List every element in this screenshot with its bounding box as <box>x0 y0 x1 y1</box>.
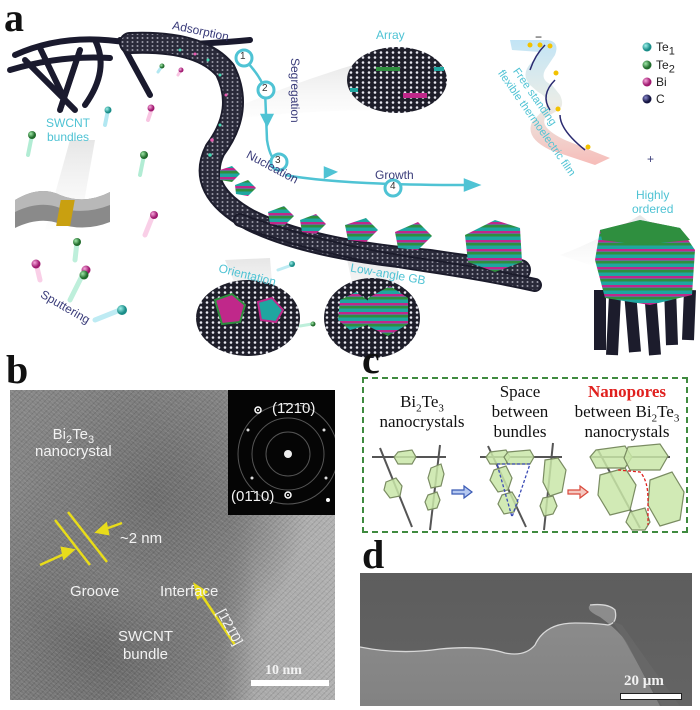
panel-label-d: d <box>362 532 385 577</box>
legend-swatch-bi <box>642 77 652 87</box>
scale-bar-label-d: 20 µm <box>624 673 664 689</box>
legend-te2: Te2 <box>656 58 675 76</box>
stage3-title: Nanopores between Bi2Te3 nanocrystals <box>568 382 686 442</box>
step-4-circle <box>383 178 403 198</box>
step-1-number: 1 <box>240 51 246 62</box>
stage2-line2: between <box>491 402 549 421</box>
fft-label-upper: (1̄21̄0) <box>272 400 316 417</box>
stage1-line2: nanocrystals <box>379 412 465 431</box>
step-3-circle <box>269 152 289 172</box>
panel-label-b: b <box>6 347 29 392</box>
stage2-title: Space between bundles <box>480 382 560 442</box>
array-inset <box>347 47 447 113</box>
film-plus-terminal: + <box>647 152 655 166</box>
panel-a-illustration <box>7 31 696 358</box>
stage1-title: Bi2Te3 nanocrystals <box>372 392 472 432</box>
low-angle-gb-inset <box>324 278 420 358</box>
legend-te2-element: Te <box>656 58 669 72</box>
nucleated-crystals <box>220 166 522 272</box>
scale-bar-b <box>251 680 329 686</box>
scale-bar-label-b: 10 nm <box>265 663 302 678</box>
panel-label-a: a <box>4 0 24 40</box>
label-interface: Interface <box>160 583 219 600</box>
fft-inset: (1̄21̄0) (01̄10) <box>228 390 335 515</box>
bi2te3-formula: Bi2Te3 <box>52 426 95 446</box>
scale-bar-d <box>620 693 682 700</box>
stage1-formula: Bi2Te3 <box>400 392 444 415</box>
label-swcnt-line1: SWCNT <box>46 116 90 130</box>
sputtered-atoms <box>26 63 316 328</box>
label-highly-ordered: Highly ordered <box>632 188 673 216</box>
legend-te1: Te1 <box>656 40 675 58</box>
stage3-nanopores: Nanopores <box>587 382 667 401</box>
legend-te2-sub: 2 <box>668 63 675 76</box>
label-array: Array <box>376 28 405 42</box>
adsorbed-atoms <box>178 48 228 157</box>
stage2-line3: bundles <box>493 422 547 441</box>
stage2-line1: Space <box>499 382 541 401</box>
film-device <box>15 191 110 228</box>
sem-image: 20 µm <box>360 573 692 706</box>
label-spacing: ~2 nm <box>120 530 163 547</box>
swcnt-tangle <box>7 36 253 113</box>
legend-swatch-c <box>642 94 652 104</box>
legend-swatch-te2 <box>642 60 652 70</box>
label-highly: Highly <box>636 188 670 202</box>
legend-swatches <box>642 42 652 104</box>
hrtem-image: (1̄21̄0) (01̄10) Bi2Te3 nanocrystal ~2 n… <box>10 390 335 700</box>
label-ordered: ordered <box>632 202 674 216</box>
thermoelectric-film <box>510 40 610 165</box>
label-bundle: bundle <box>122 646 169 663</box>
legend-te1-sub: 1 <box>668 45 675 58</box>
label-bi2te3-nanocrystal: Bi2Te3 nanocrystal <box>35 426 112 460</box>
stage3-line3: nanocrystals <box>584 422 670 441</box>
panel-c-frame <box>362 377 688 533</box>
orientation-inset <box>196 280 300 356</box>
stage3-line2: between Bi2Te3 <box>574 402 680 425</box>
label-swcnt: SWCNT <box>118 628 173 645</box>
panel-label-c: c <box>362 337 380 382</box>
step-2-circle <box>256 80 276 100</box>
step-4-number: 4 <box>390 181 396 192</box>
legend-swatch-te1 <box>642 42 652 52</box>
swcnt-main-bundle <box>119 31 542 292</box>
step-3-number: 3 <box>275 155 281 166</box>
step-1-circle <box>234 48 254 68</box>
label-swcnt-line2: bundles <box>46 130 90 144</box>
legend-bi: Bi <box>656 75 667 89</box>
step-2-number: 2 <box>262 83 268 94</box>
label-swcnt-bundle: SWCNT bundle <box>118 628 173 664</box>
label-growth: Growth <box>375 168 414 182</box>
label-swcnt-bundles: SWCNT bundles <box>46 116 90 144</box>
highly-ordered-crystal <box>594 220 696 356</box>
label-nanocrystal: nanocrystal <box>35 443 112 460</box>
yellow-annotations <box>39 511 237 646</box>
label-segregation: Segregation <box>288 58 302 123</box>
label-groove: Groove <box>70 583 120 600</box>
fft-label-lower: (01̄10) <box>231 488 275 505</box>
step-circles <box>234 48 403 198</box>
film-minus-terminal: − <box>535 30 543 44</box>
cone-array <box>230 60 380 118</box>
legend-c: C <box>656 92 665 106</box>
legend-te1-element: Te <box>656 40 669 54</box>
